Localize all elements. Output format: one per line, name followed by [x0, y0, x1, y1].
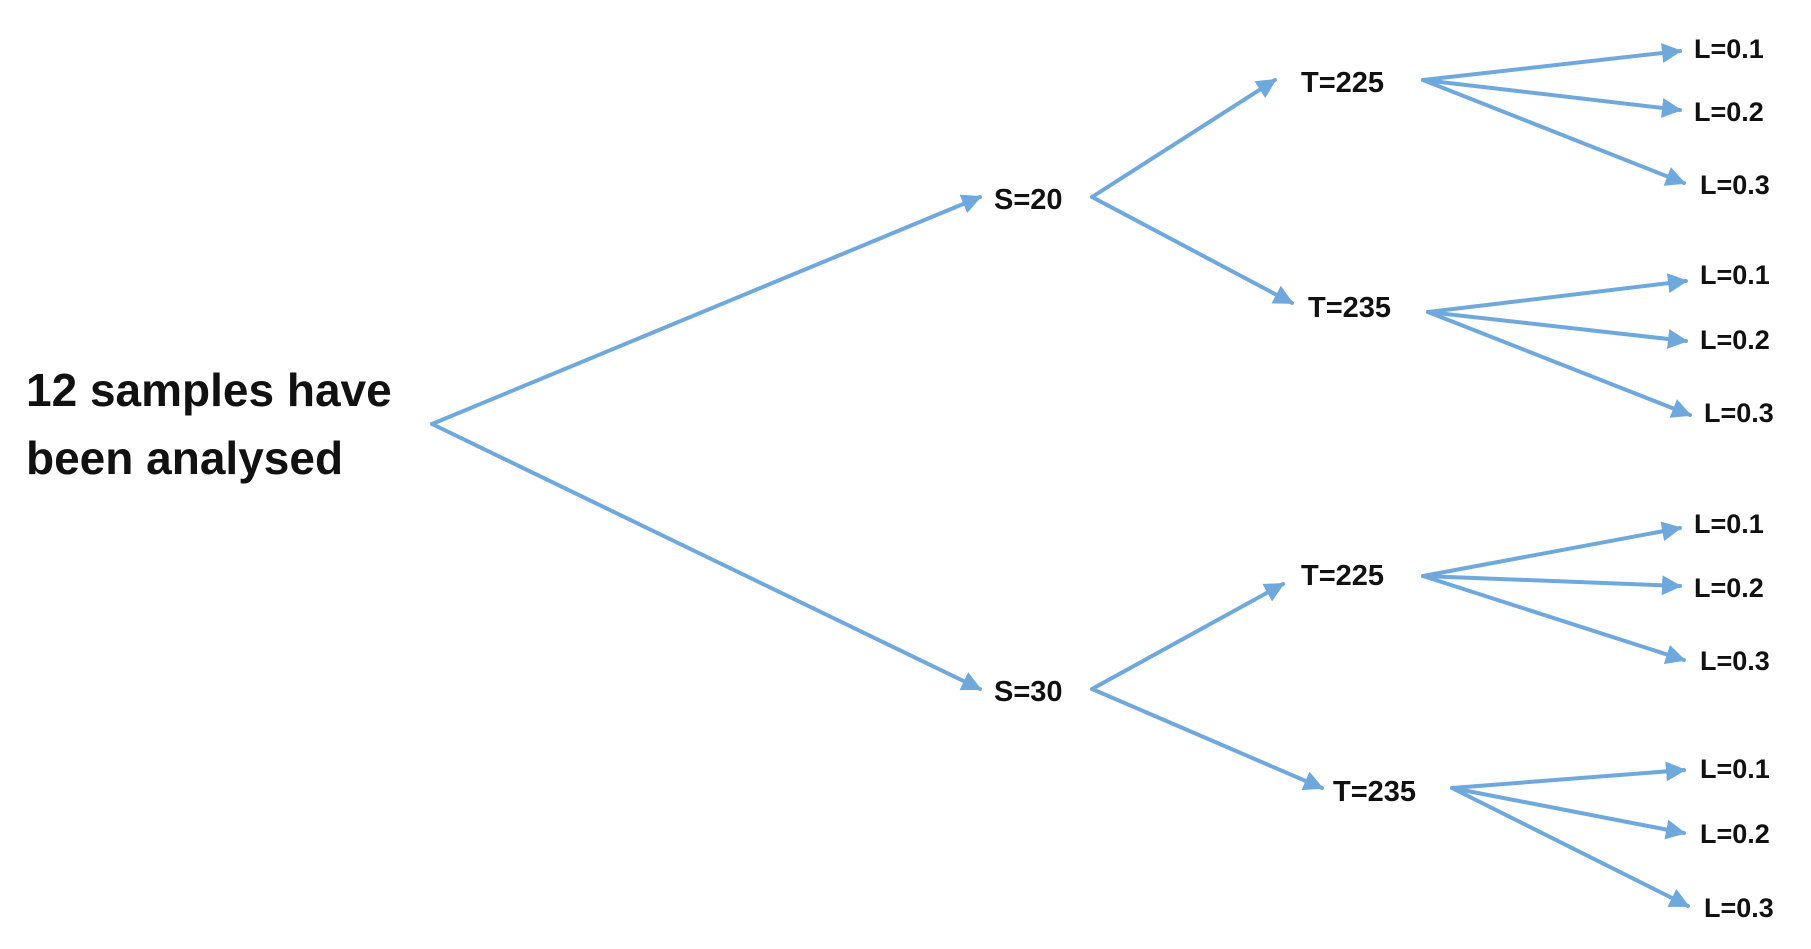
node-s20: S=20: [994, 184, 1063, 216]
arrow-layer: [430, 43, 1692, 908]
leaf-s20-t235-l01: L=0.1: [1700, 260, 1770, 290]
leaf-s30-t225-l03: L=0.3: [1700, 646, 1770, 676]
root-label-line1: 12 samples have: [26, 364, 392, 416]
node-s20-t235: T=235: [1308, 292, 1391, 324]
leaf-s20-t235-l03: L=0.3: [1704, 398, 1774, 428]
leaf-s20-t235-l02: L=0.2: [1700, 325, 1770, 355]
node-s20-t225: T=225: [1301, 67, 1384, 99]
arrow-s30-t235-to-l01: [1450, 761, 1686, 790]
arrow-s20-t225-to-l02: [1421, 78, 1682, 118]
arrow-s20-t235-to-l01: [1426, 273, 1688, 314]
node-s30: S=30: [994, 676, 1063, 708]
leaf-s30-t235-l02: L=0.2: [1700, 819, 1770, 849]
arrow-s20-t225-to-l03: [1421, 78, 1686, 186]
arrow-s20-to-t225: [1090, 78, 1277, 199]
leaf-s20-t225-l02: L=0.2: [1694, 97, 1764, 127]
node-s30-t235: T=235: [1333, 776, 1416, 808]
arrow-s30-to-t225: [1090, 582, 1285, 691]
arrow-root-to-s20: [430, 194, 982, 426]
arrow-s30-to-t235: [1090, 687, 1324, 791]
leaf-s30-t235-l01: L=0.1: [1700, 754, 1770, 784]
arrow-s30-t225-to-l01: [1421, 521, 1682, 578]
leaf-s30-t235-l03: L=0.3: [1704, 893, 1774, 923]
arrow-s20-t235-to-l03: [1426, 310, 1692, 418]
leaf-s30-t225-l01: L=0.1: [1694, 509, 1764, 539]
node-s30-t225: T=225: [1301, 560, 1384, 592]
leaf-s30-t225-l02: L=0.2: [1694, 573, 1764, 603]
arrow-s30-t235-to-l03: [1450, 786, 1690, 908]
arrow-root-to-s30: [430, 422, 982, 691]
leaf-s20-t225-l03: L=0.3: [1700, 170, 1770, 200]
arrow-s20-t225-to-l01: [1421, 43, 1682, 82]
root-label-line2: been analysed: [26, 432, 343, 484]
arrow-s20-t235-to-l02: [1426, 310, 1688, 349]
arrow-s30-t225-to-l03: [1421, 574, 1686, 665]
leaf-s20-t225-l01: L=0.1: [1694, 34, 1764, 64]
label-layer: 12 samples have been analysed S=20 S=30 …: [26, 34, 1774, 923]
arrow-s30-t225-to-l02: [1421, 574, 1682, 596]
arrow-s30-t235-to-l02: [1450, 786, 1686, 840]
arrow-s20-to-t235: [1090, 195, 1294, 305]
